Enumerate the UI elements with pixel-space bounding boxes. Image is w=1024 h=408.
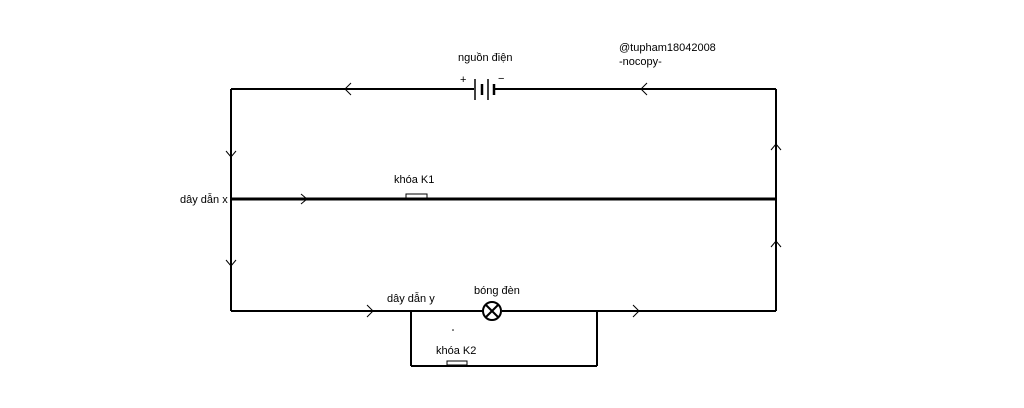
arrow-bottom-left-icon xyxy=(366,304,374,318)
minus-sign: − xyxy=(498,73,504,85)
arrow-left-upper-icon xyxy=(225,150,237,158)
wire-y-label: dây dẫn y xyxy=(387,292,435,305)
arrow-top-left-icon xyxy=(344,82,352,96)
plus-sign: + xyxy=(460,74,466,86)
source-label: nguồn điện xyxy=(458,52,512,64)
watermark-line1: @tupham18042008 xyxy=(619,42,716,54)
lamp-cross-icon xyxy=(482,301,502,321)
stray-dot xyxy=(452,329,454,331)
arrow-bottom-right-icon xyxy=(632,304,640,318)
watermark-line2: -nocopy- xyxy=(619,56,662,68)
switch-k1-icon xyxy=(405,193,428,199)
bulb-label: bóng đèn xyxy=(474,285,520,297)
switch-k1-label: khóa K1 xyxy=(394,174,434,186)
battery-icon xyxy=(474,79,496,100)
arrow-middle-icon xyxy=(300,193,308,205)
current-arrows xyxy=(225,82,782,318)
circuit-wires xyxy=(230,88,777,367)
arrow-right-lower-icon xyxy=(770,240,782,248)
arrow-right-upper-icon xyxy=(770,143,782,151)
switch-k2-icon xyxy=(446,360,468,366)
arrow-top-right-icon xyxy=(640,82,648,96)
switch-k2-label: khóa K2 xyxy=(436,345,476,357)
arrow-left-lower-icon xyxy=(225,259,237,267)
wire-x-label: dây dẫn x xyxy=(180,193,228,206)
